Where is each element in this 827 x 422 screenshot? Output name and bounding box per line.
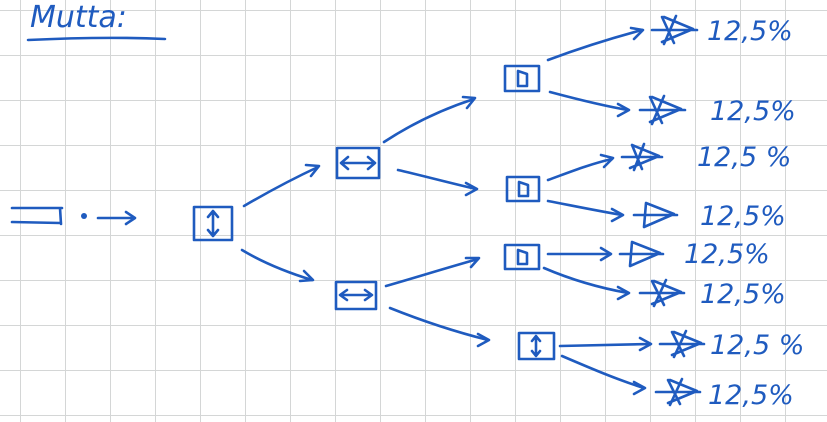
cell-shape-icon [618,240,665,268]
arrow-l3a-to-out1 [546,26,645,62]
arrow-root-to-lower [240,248,315,283]
arrow-l3d-to-out8 [560,354,647,396]
arrow-l2a-to-l3b [396,168,479,197]
cell-shape-icon [638,278,686,308]
outcome-label: 12,5% [700,201,786,232]
outcome-label: 12,5 % [710,330,804,361]
outcome-label: 12,5 % [697,142,791,173]
title-underline [26,36,167,42]
cell-shape-icon [658,329,706,359]
arrow-l2a-to-l3a [382,95,477,144]
half-cell-box-icon [503,243,541,271]
outcome-label: 12,5% [708,380,794,411]
arrow-root-to-upper [242,163,321,208]
arrow-l3a-to-out2 [548,90,631,118]
vertical-arrow-box-icon [517,331,556,361]
cell-with-dot-icon [10,206,87,226]
arrow-l2b-to-l3c [384,256,481,288]
cell-shape-icon [638,94,687,126]
outcome-label: 12,5% [700,279,786,310]
arrow-l3c-to-out6 [542,266,631,301]
cell-shape-icon [654,377,702,407]
cell-shape-icon [620,142,664,172]
outcome-label: 12,5% [684,239,770,270]
half-cell-box-icon [505,175,541,203]
vertical-arrow-box-icon [192,205,234,242]
cell-shape-icon [650,14,699,46]
half-cell-box-icon [503,64,541,93]
horizontal-arrow-box-icon [334,280,378,311]
arrow-l2b-to-l3d [388,306,491,348]
page-title: Mutta: [30,0,127,35]
arrow-l3c-to-out5 [546,246,613,262]
outcome-label: 12,5% [707,16,793,47]
arrow-l3b-to-out4 [546,199,625,223]
horizontal-arrow-box-icon [335,146,381,180]
outcome-label: 12,5% [710,96,796,127]
cell-shape-icon [632,201,679,229]
arrow-l3d-to-out7 [558,336,653,352]
arrow-start-to-root [96,210,137,226]
arrow-l3b-to-out3 [546,153,615,182]
